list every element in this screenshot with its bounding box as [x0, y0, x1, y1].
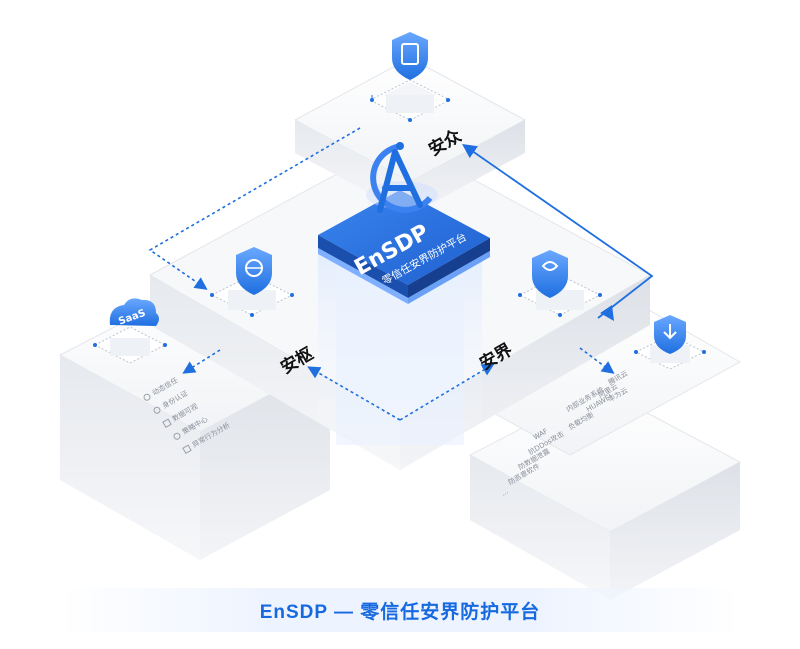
- download-shield-icon: [654, 315, 686, 354]
- device-shield-icon: [392, 32, 428, 80]
- flow-arrows: [148, 127, 615, 421]
- saas-cloud-icon: SaaS: [109, 298, 159, 328]
- left-node: [210, 247, 294, 317]
- saas-node: SaaS: [93, 298, 167, 364]
- diagram-caption: EnSDP — 零信任安界防护平台: [259, 601, 541, 623]
- top-node: [368, 32, 452, 122]
- svg-text:...: ...: [500, 487, 510, 497]
- caption-bar: EnSDP — 零信任安界防护平台: [60, 588, 740, 632]
- ensdp-logo-icon: [366, 142, 438, 213]
- link-shield-icon: [532, 250, 568, 298]
- solid-arrow: [462, 143, 654, 321]
- list-item: ...: [500, 487, 510, 497]
- download-node: [634, 315, 706, 370]
- globe-shield-icon: [236, 247, 272, 295]
- right-node: [518, 250, 602, 317]
- ensdp-platform: EnSDP 零信任安界防护平台: [318, 190, 490, 304]
